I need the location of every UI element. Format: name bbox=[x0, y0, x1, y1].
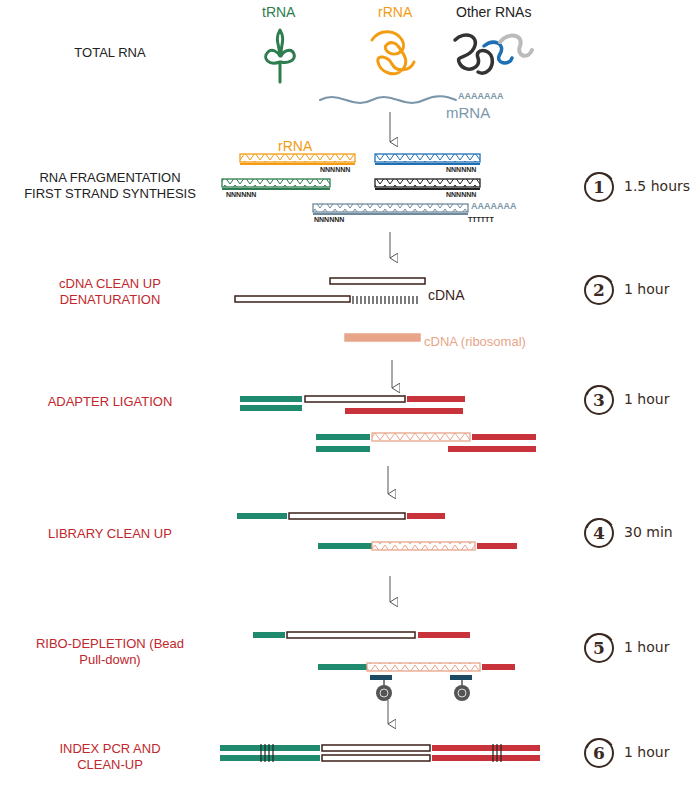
rna-label: tRNA bbox=[262, 4, 312, 22]
step-circle: 3 1 hour bbox=[582, 383, 672, 417]
cdna-label: cDNA bbox=[428, 287, 478, 305]
duration-label: 30 min bbox=[624, 524, 673, 540]
random-primer: NNNNNN bbox=[226, 191, 266, 200]
callout-number: 4 bbox=[582, 516, 616, 550]
stage-label: RIBO-DEPLETION (Bead Pull-down) bbox=[35, 636, 185, 669]
oligo-dt-primer: TTTTTT bbox=[468, 216, 518, 225]
step-circle: 5 1 hour bbox=[582, 631, 672, 665]
step-circle: 4 30 min bbox=[582, 516, 675, 550]
step-circle: 1 1.5 hours bbox=[582, 170, 693, 204]
stage-label: ADAPTER LIGATION bbox=[20, 394, 200, 410]
stage-label: cDNA CLEAN UP DENATURATION bbox=[20, 276, 200, 309]
polya-tail: AAAAAAA bbox=[458, 91, 528, 102]
rna-label: Other RNAs bbox=[456, 4, 546, 22]
duration-label: 1 hour bbox=[624, 281, 669, 297]
random-primer: NNNNNN bbox=[314, 216, 354, 225]
random-primer: NNNNNN bbox=[446, 191, 486, 200]
duration-label: 1 hour bbox=[624, 391, 669, 407]
rna-label: mRNA bbox=[446, 104, 506, 123]
stage-label: RNA FRAGMENTATION FIRST STRAND SYNTHESIS bbox=[20, 170, 200, 203]
step-circle: 6 1 hour bbox=[582, 736, 672, 770]
callout-number: 3 bbox=[582, 383, 616, 417]
step-circle: 2 1 hour bbox=[582, 273, 672, 307]
callout-number: 2 bbox=[582, 273, 616, 307]
random-primer: NNNNNN bbox=[320, 166, 360, 175]
duration-label: 1.5 hours bbox=[624, 178, 690, 194]
callout-number: 5 bbox=[582, 631, 616, 665]
duration-label: 1 hour bbox=[624, 744, 669, 760]
stage-label: INDEX PCR AND CLEAN-UP bbox=[58, 741, 163, 774]
stage-label: TOTAL RNA bbox=[20, 45, 200, 61]
callout-number: 6 bbox=[582, 736, 616, 770]
callout-number: 1 bbox=[582, 170, 616, 204]
duration-label: 1 hour bbox=[624, 639, 669, 655]
cdna-label: cDNA (ribosomal) bbox=[424, 334, 554, 350]
rna-label: rRNA bbox=[378, 4, 428, 22]
random-primer: NNNNNN bbox=[446, 166, 486, 175]
rna-label: rRNA bbox=[278, 138, 328, 156]
polya-tail: AAAAAAA bbox=[471, 201, 531, 212]
stage-label: LIBRARY CLEAN UP bbox=[20, 526, 200, 542]
